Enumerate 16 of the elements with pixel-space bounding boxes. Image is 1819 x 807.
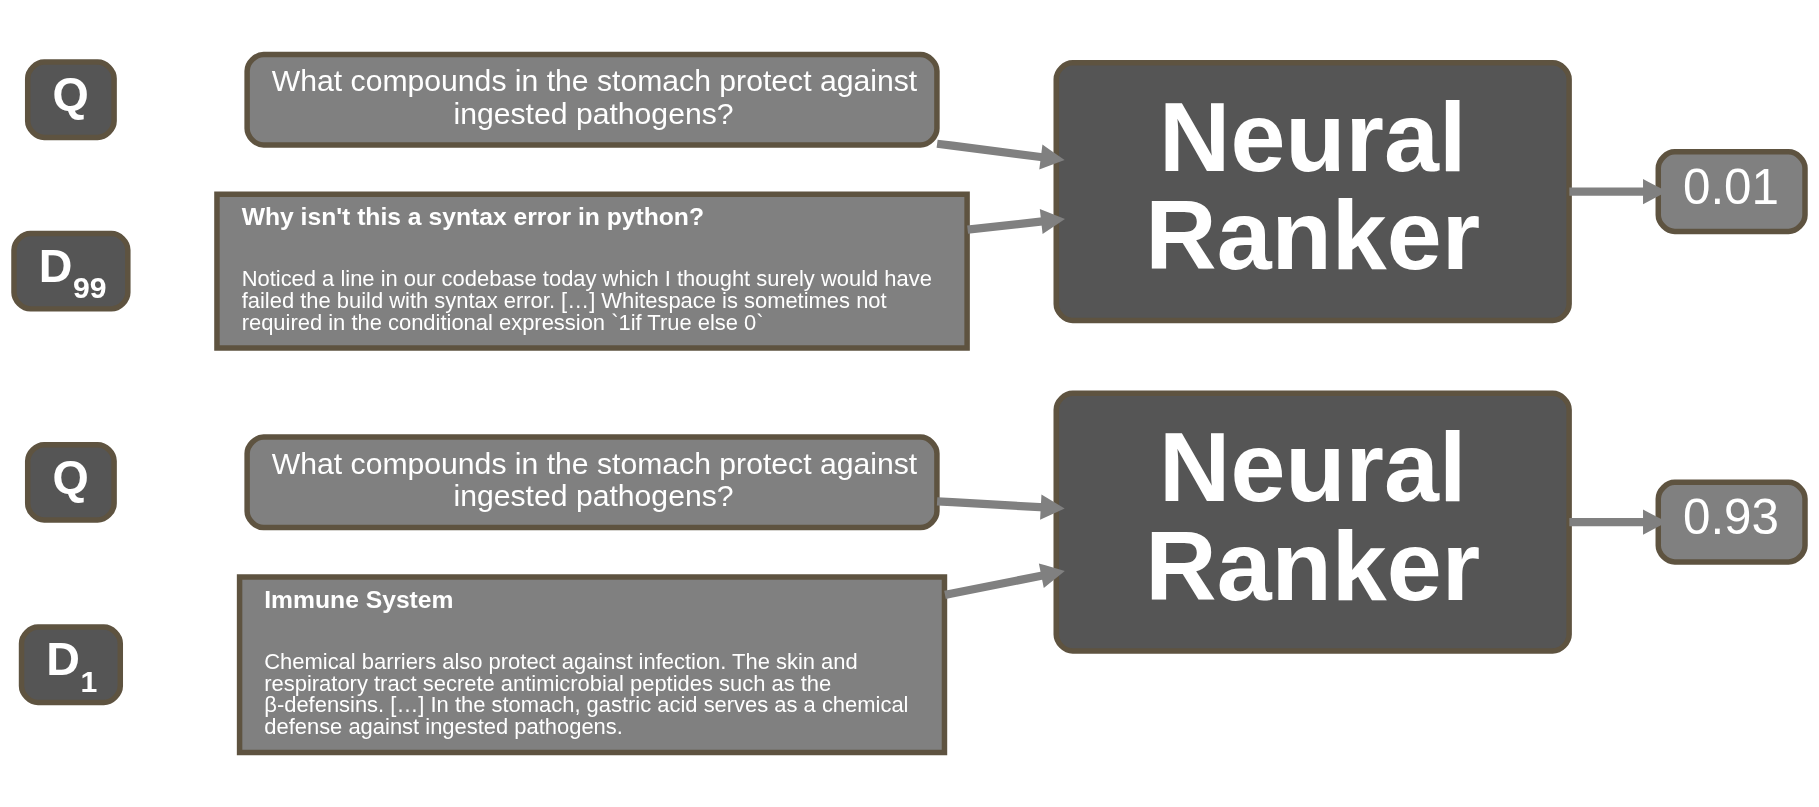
node-box: What compounds in the stomach protect against ingested pathogens? [244, 434, 940, 531]
node-box: Q [24, 59, 117, 141]
node-box: D$_{99}$ [11, 230, 131, 312]
node-box: Neural Ranker [1053, 390, 1572, 654]
node-box: 0.01 [1655, 149, 1808, 235]
node-box: Why isn't this a syntax error in python? Noticed a line in our codebase today which I thought surely would have failed the build with syntax error. […] Whitespace is sometimes not required in the conditional expression `1if True else 0` [214, 191, 970, 351]
node-box: Q [24, 441, 117, 523]
arrow [967, 209, 1065, 235]
arrow [936, 139, 1065, 170]
node-box: Neural Ranker [1053, 59, 1572, 324]
node-box: What compounds in the stomach protect against ingested pathogens? [244, 51, 940, 148]
node-box: D$_{1}$ [18, 624, 123, 706]
arrow [944, 563, 1065, 599]
arrow [936, 494, 1065, 520]
node-box: Immune System Chemical barriers also protect against infection. The skin and respiratory tract secrete antimicrobial peptides such as the β-defensins. […] In the stomach, gastric acid serves as a chemical defense against ingested pathogens. [236, 574, 948, 756]
node-box: 0.93 [1655, 479, 1808, 565]
